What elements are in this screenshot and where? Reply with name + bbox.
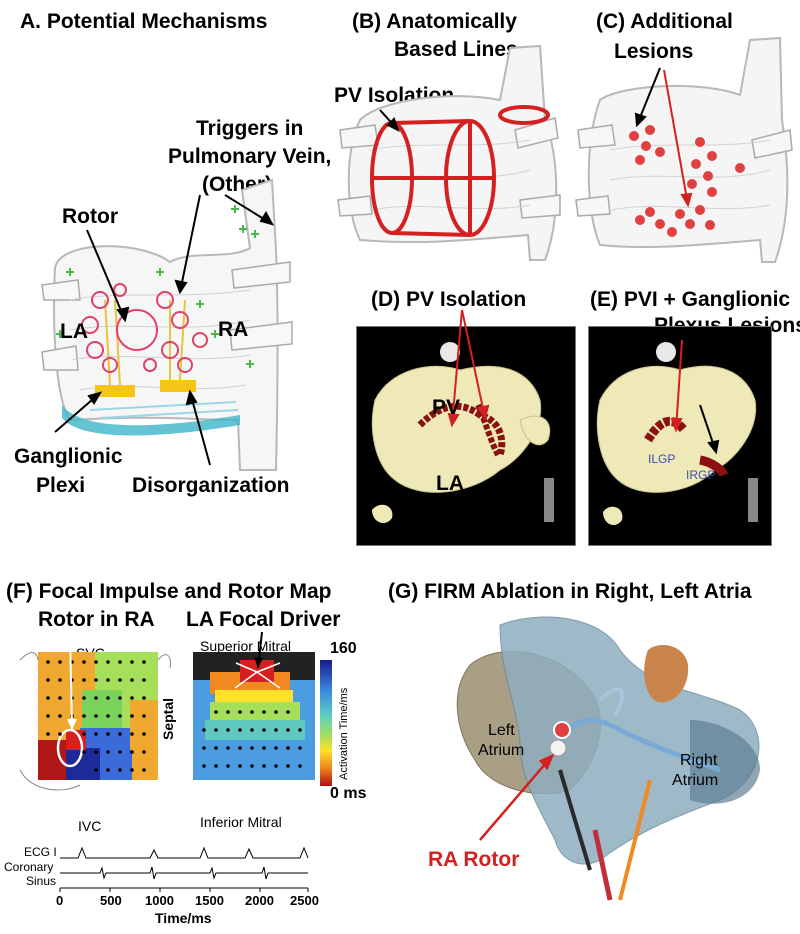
cs-trace bbox=[60, 866, 308, 880]
panel-e-title-line1: (E) PVI + Ganglionic bbox=[590, 288, 791, 311]
left-atrium-label-line1: Left bbox=[488, 722, 515, 739]
ra-activation-map bbox=[38, 652, 158, 780]
la-label: LA bbox=[60, 320, 88, 343]
x-tick-2500: 2500 bbox=[290, 893, 319, 908]
pv-label: PV bbox=[432, 396, 461, 419]
activation-color-scale bbox=[320, 660, 332, 786]
scale-max-label: 160 bbox=[330, 640, 357, 657]
panel-d-la-label: LA bbox=[436, 472, 464, 495]
right-atrium-label-line2: Atrium bbox=[672, 772, 719, 789]
right-atrium-label-line1: Right bbox=[680, 752, 718, 769]
panel-c-title-line1: (C) Additional bbox=[596, 10, 733, 33]
ivc-label: IVC bbox=[78, 818, 102, 834]
ganglionic-label-line2: Plexi bbox=[36, 474, 86, 497]
x-tick-2000: 2000 bbox=[245, 893, 274, 908]
x-tick-1500: 1500 bbox=[195, 893, 224, 908]
panel-b-title-line2: Based Lines bbox=[394, 38, 518, 61]
panel-b-title-line1: (B) Anatomically bbox=[352, 10, 517, 33]
panel-c-title-line2: Lesions bbox=[614, 40, 694, 63]
panel-f-title: (F) Focal Impulse and Rotor Map bbox=[6, 580, 332, 603]
superior-mitral-label: Superior Mitral bbox=[200, 638, 292, 654]
ilgp-label: ILGP bbox=[648, 452, 676, 466]
triggers-label-line2: Pulmonary Vein, bbox=[168, 145, 332, 168]
panel-g-title: (G) FIRM Ablation in Right, Left Atria bbox=[388, 580, 752, 603]
x-tick-500: 500 bbox=[100, 893, 122, 908]
la-focal-driver-label: LA Focal Driver bbox=[186, 608, 341, 631]
ecg-label: ECG I bbox=[24, 845, 57, 859]
scale-min-label: 0 ms bbox=[330, 785, 367, 802]
x-tick-1000: 1000 bbox=[145, 893, 174, 908]
cs-label-line1: Coronary bbox=[4, 860, 54, 874]
rotor-in-ra-label: Rotor in RA bbox=[38, 608, 155, 631]
x-tick-0: 0 bbox=[56, 893, 64, 908]
cs-label-line2: Sinus bbox=[26, 874, 57, 888]
ecg-trace bbox=[60, 846, 309, 859]
ra-label: RA bbox=[218, 318, 249, 341]
disorganization-label: Disorganization bbox=[132, 474, 290, 497]
ra-rotor-label: RA Rotor bbox=[428, 848, 520, 871]
x-axis-label: Time/ms bbox=[155, 910, 212, 926]
ganglionic-label-line1: Ganglionic bbox=[14, 445, 123, 468]
panel-a-title: A. Potential Mechanisms bbox=[20, 10, 268, 33]
panel-d-title: (D) PV Isolation bbox=[371, 288, 527, 311]
triggers-label-line1: Triggers in bbox=[196, 117, 304, 140]
left-atrium-label-line2: Atrium bbox=[478, 742, 525, 759]
irgp-label: IRGP bbox=[686, 468, 716, 482]
inferior-mitral-label: Inferior Mitral bbox=[200, 814, 282, 830]
rotor-label: Rotor bbox=[62, 205, 118, 228]
